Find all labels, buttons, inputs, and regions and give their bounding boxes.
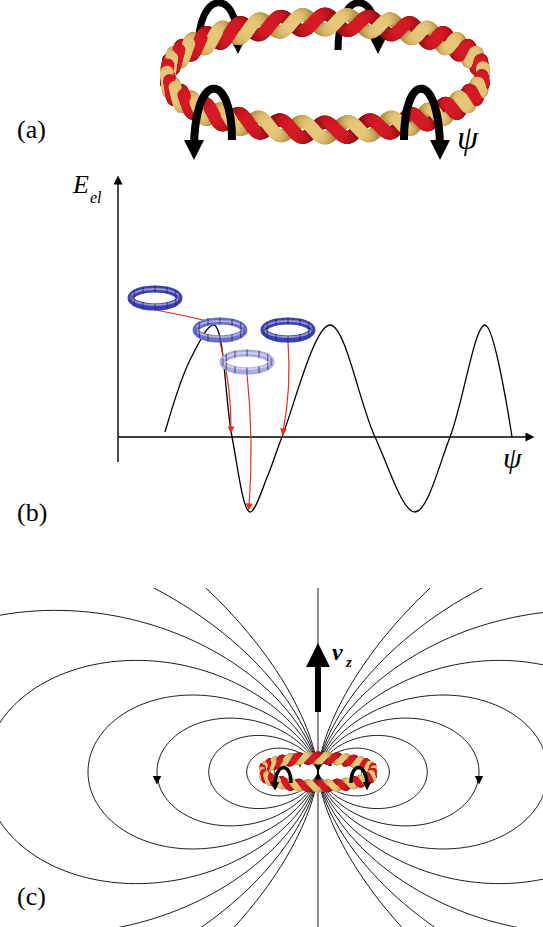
figure: (a)ψEelψ(b)vz(c) xyxy=(0,0,543,927)
